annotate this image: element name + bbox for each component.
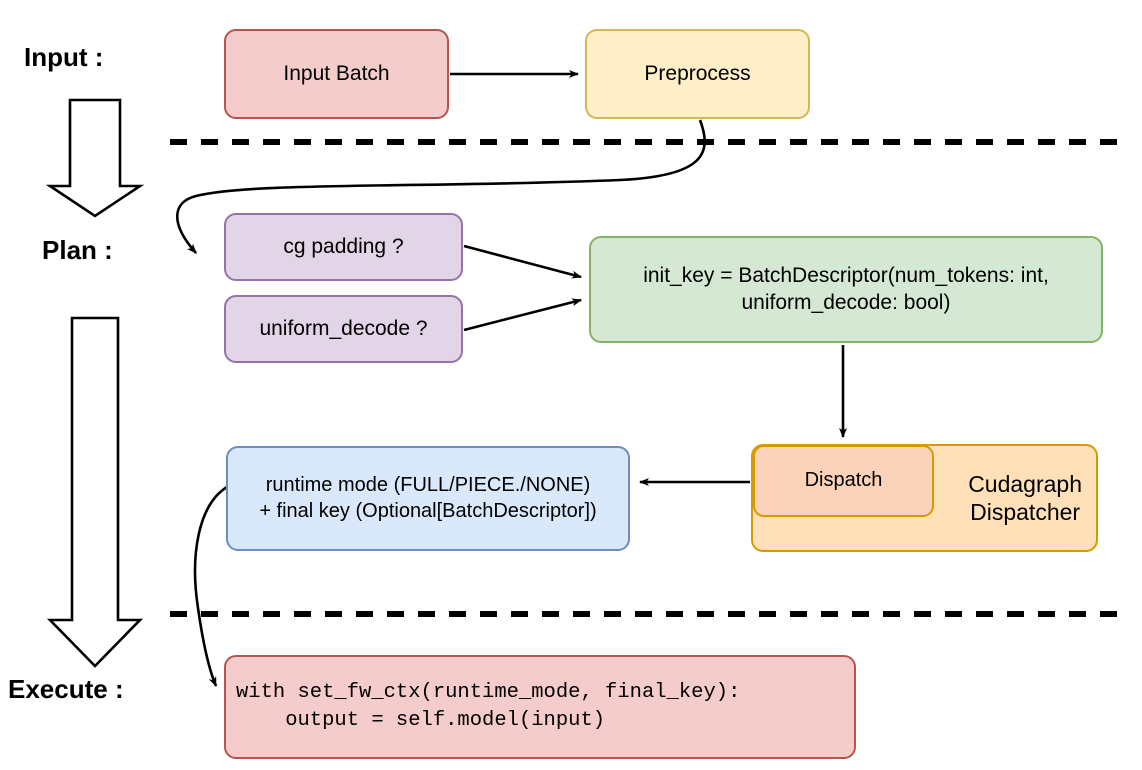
node-execute-code-block[interactable]: with set_fw_ctx(runtime_mode, final_key)… <box>224 655 856 759</box>
node-cg-padding[interactable]: cg padding ? <box>224 213 463 281</box>
node-init-key-batch-descriptor[interactable]: init_key = BatchDescriptor(num_tokens: i… <box>589 236 1103 343</box>
node-dispatch[interactable]: Dispatch <box>753 445 934 517</box>
stage-label-plan: Plan : <box>42 235 113 265</box>
stage-arrow-input-to-plan <box>45 98 145 218</box>
node-runtime-mode-and-final-key[interactable]: runtime mode (FULL/PIECE./NONE) + final … <box>226 446 630 551</box>
stage-label-execute: Execute : <box>8 674 124 704</box>
edge-cg-padding-to-init-key <box>463 244 582 279</box>
stage-label-input: Input : <box>24 42 104 72</box>
edge-runtime-mode-to-code <box>193 485 228 687</box>
node-input-batch[interactable]: Input Batch <box>224 29 449 119</box>
stage-arrow-plan-to-execute <box>46 316 144 668</box>
node-preprocess[interactable]: Preprocess <box>585 29 810 119</box>
edge-uniform-decode-to-init-key <box>463 298 582 332</box>
node-uniform-decode[interactable]: uniform_decode ? <box>224 295 463 363</box>
